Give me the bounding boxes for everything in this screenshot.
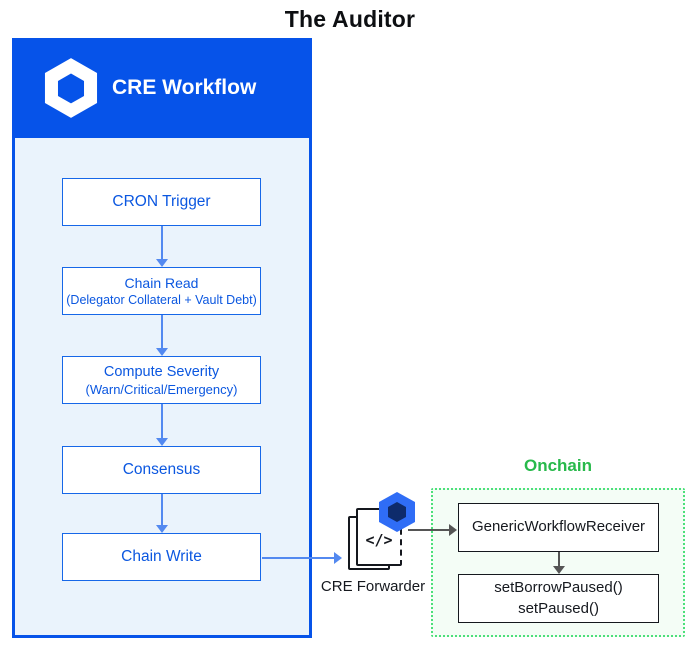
generic-workflow-receiver-box: GenericWorkflowReceiver bbox=[458, 503, 659, 552]
onchain-title: Onchain bbox=[523, 456, 592, 475]
chainlink-hexagon-logo bbox=[44, 58, 98, 118]
step-label: Chain Write bbox=[121, 548, 202, 565]
step-label: Consensus bbox=[122, 461, 201, 478]
function-set-paused: setPaused() bbox=[518, 599, 599, 617]
arrow-receiver-to-functions bbox=[552, 552, 565, 574]
step-compute-severity: Compute Severity (Warn/Critical/Emergenc… bbox=[62, 356, 261, 404]
step-sublabel: (Delegator Collateral + Vault Debt) bbox=[66, 293, 257, 307]
workflow-title: CRE Workflow bbox=[112, 76, 257, 99]
receiver-label: GenericWorkflowReceiver bbox=[471, 518, 646, 536]
arrow-forwarder-to-receiver bbox=[408, 523, 457, 536]
step-consensus: Consensus bbox=[62, 446, 261, 494]
arrow-chainwrite-to-forwarder bbox=[262, 551, 342, 564]
cre-workflow-header: CRE Workflow bbox=[12, 38, 312, 138]
step-cron-trigger: CRON Trigger bbox=[62, 178, 261, 226]
step-label: Chain Read bbox=[124, 275, 199, 291]
step-label: CRON Trigger bbox=[112, 193, 211, 210]
step-chain-read: Chain Read (Delegator Collateral + Vault… bbox=[62, 267, 261, 315]
step-chain-write: Chain Write bbox=[62, 533, 261, 581]
cre-forwarder-label: CRE Forwarder bbox=[320, 578, 426, 595]
chainlink-hexagon-badge-icon bbox=[379, 492, 415, 532]
page-title: The Auditor bbox=[284, 6, 416, 32]
step-sublabel: (Warn/Critical/Emergency) bbox=[85, 381, 238, 397]
code-icon: </> bbox=[365, 531, 393, 549]
function-set-borrow-paused: setBorrowPaused() bbox=[494, 579, 623, 597]
arrow-chainread-to-severity bbox=[155, 315, 168, 356]
arrow-consensus-to-chainwrite bbox=[155, 494, 168, 533]
cre-forwarder-icon: </> bbox=[346, 492, 415, 578]
arrow-severity-to-consensus bbox=[155, 404, 168, 446]
step-label: Compute Severity bbox=[103, 363, 220, 380]
arrow-cron-to-chainread bbox=[155, 226, 168, 267]
pause-functions-box: setBorrowPaused() setPaused() bbox=[458, 574, 659, 623]
